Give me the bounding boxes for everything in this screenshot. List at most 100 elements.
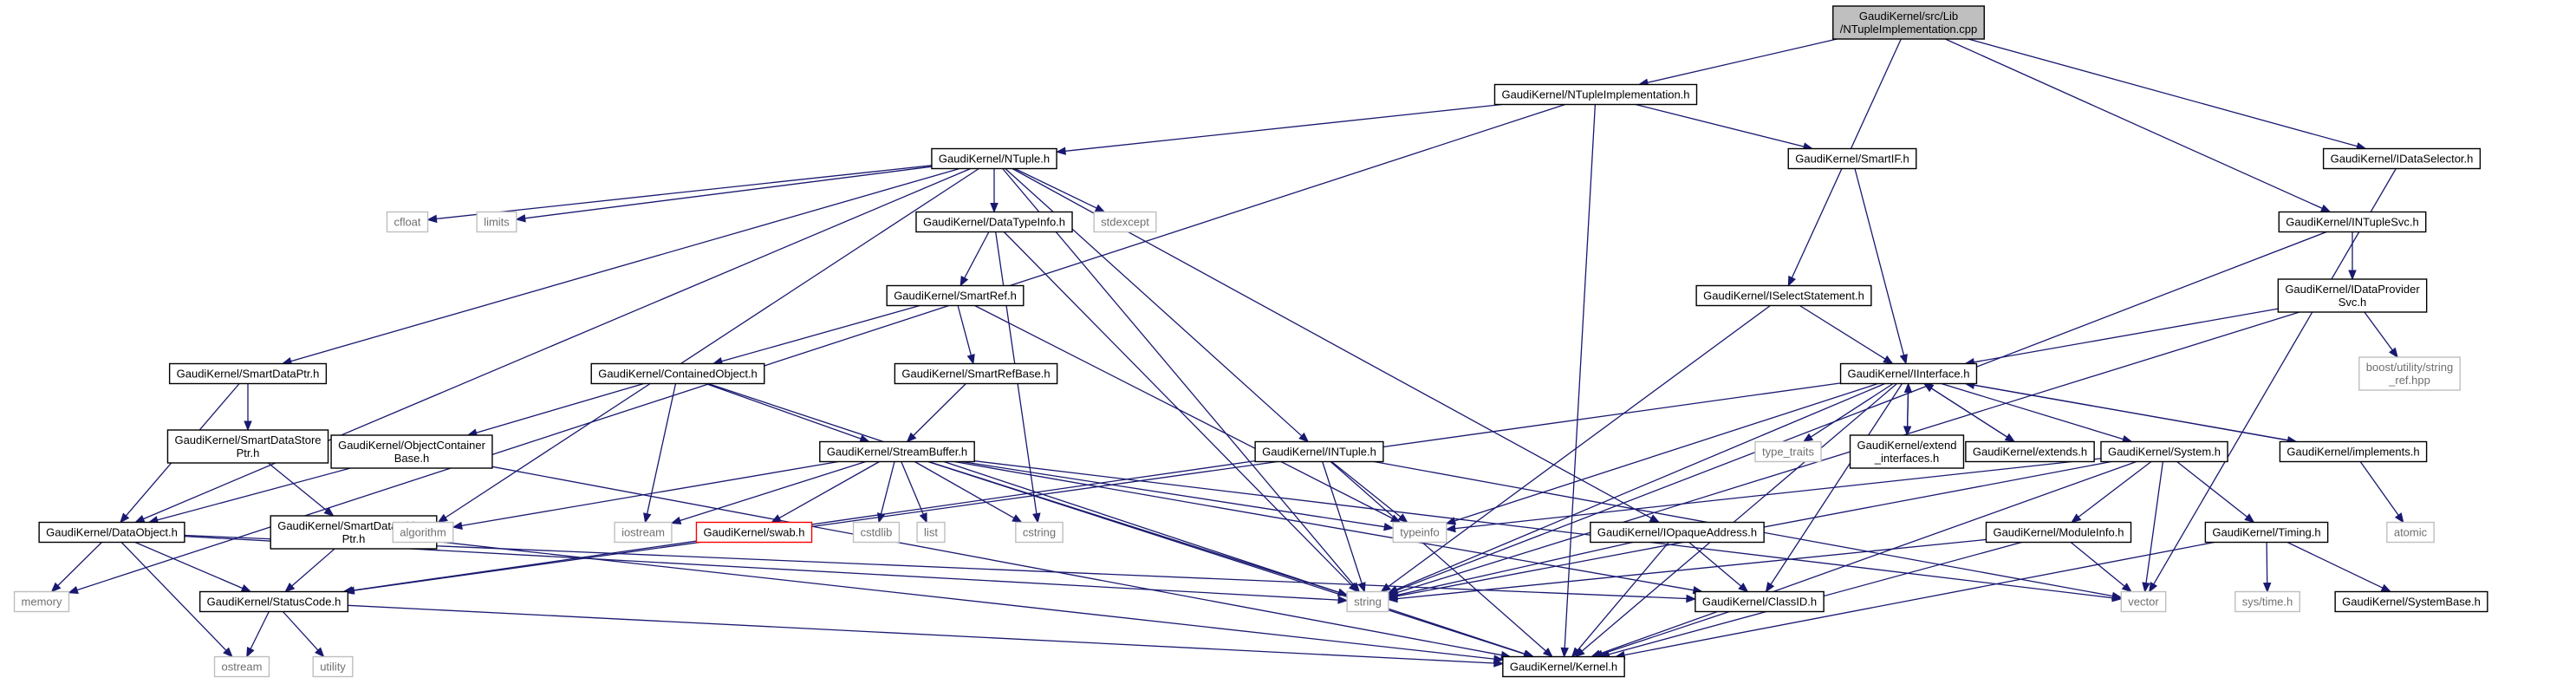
edge-ntimpl-to-smartif (1635, 103, 1814, 151)
node-label: GaudiKernel/SmartDataPtr.h (177, 368, 320, 381)
node-implements[interactable]: GaudiKernel/implements.h (2279, 440, 2428, 463)
node-classid[interactable]: GaudiKernel/ClassID.h (1695, 590, 1825, 613)
node-kernel[interactable]: GaudiKernel/Kernel.h (1502, 655, 1625, 678)
node-label: GaudiKernel/ClassID.h (1702, 596, 1817, 609)
edge-line (1974, 384, 2297, 443)
edge-arrowhead (2142, 582, 2150, 593)
edge-intuple-to-typeinfo (1330, 460, 1408, 524)
edge-iinterface-to-typetraits (1802, 382, 1894, 443)
edge-line (1854, 168, 1905, 355)
node-box (476, 211, 517, 233)
node-ntimpl[interactable]: GaudiKernel/NTupleImplementation.h (1493, 83, 1698, 106)
node-label: cstring (1023, 526, 1056, 539)
edge-arrowhead (323, 506, 335, 517)
node-containedobj[interactable]: GaudiKernel/ContainedObject.h (590, 362, 765, 385)
edge-arrowhead (120, 512, 130, 524)
edge-iopaque-to-string (1387, 541, 1633, 600)
edge-iinterface-to-statuscode (344, 382, 1841, 595)
node-datatypeinfo[interactable]: GaudiKernel/DataTypeInfo.h (915, 211, 1073, 233)
node-label: algorithm (400, 526, 446, 539)
edge-line (901, 461, 924, 515)
edge-arrowhead (2111, 591, 2123, 601)
node-box (1695, 284, 1872, 307)
node-intuple[interactable]: GaudiKernel/INTuple.h (1254, 440, 1384, 463)
node-smartref[interactable]: GaudiKernel/SmartRef.h (886, 284, 1025, 307)
node-dataobject[interactable]: GaudiKernel/DataObject.h (38, 521, 185, 544)
node-iostream: iostream (614, 521, 673, 544)
node-system[interactable]: GaudiKernel/System.h (2100, 440, 2228, 463)
edge-line (974, 304, 1393, 519)
edge-line (291, 548, 335, 587)
node-label: GaudiKernel/ObjectContainer (338, 439, 485, 452)
node-label: GaudiKernel/SmartRef.h (894, 290, 1017, 303)
node-label: GaudiKernel/IDataProvider (2285, 283, 2420, 296)
node-extendif[interactable]: GaudiKernel/extend_interfaces.h (1849, 434, 1965, 469)
edge-line (2364, 311, 2393, 351)
edge-arrowhead (1012, 514, 1023, 524)
edge-line (134, 541, 244, 590)
edge-line (1064, 103, 1503, 152)
node-timing[interactable]: GaudiKernel/Timing.h (2204, 521, 2329, 544)
edge-arrowhead (2380, 583, 2392, 593)
edge-line (2176, 460, 2248, 518)
node-streambuffer[interactable]: GaudiKernel/StreamBuffer.h (819, 440, 975, 463)
node-iopaque[interactable]: GaudiKernel/IOpaqueAddress.h (1590, 521, 1765, 544)
node-string: string (1346, 590, 1389, 613)
node-statuscode[interactable]: GaudiKernel/StatusCode.h (198, 590, 349, 613)
node-ntuple[interactable]: GaudiKernel/NTuple.h (931, 147, 1057, 170)
edge-line (461, 460, 839, 527)
node-iinterface[interactable]: GaudiKernel/IInterface.h (1839, 362, 1978, 385)
edge-arrowhead (1560, 647, 1569, 658)
edge-arrowhead (1899, 354, 1908, 365)
edge-extends-to-iinterface (1922, 382, 2015, 443)
node-systembase[interactable]: GaudiKernel/SystemBase.h (2334, 590, 2488, 613)
edge-dataobject-to-statuscode (134, 541, 252, 593)
node-intuplesvc[interactable]: GaudiKernel/INTupleSvc.h (2278, 211, 2427, 233)
edge-line (974, 460, 2113, 599)
node-box (392, 521, 454, 544)
edge-line (491, 466, 1502, 656)
node-label: GaudiKernel/SmartDataObject (277, 519, 430, 532)
node-smartdataptr[interactable]: GaudiKernel/SmartDataPtr.h (168, 362, 328, 385)
edge-streambuffer-to-cstring (914, 460, 1023, 524)
node-label: _interfaces.h (1874, 452, 1939, 465)
node-smartif[interactable]: GaudiKernel/SmartIF.h (1787, 147, 1917, 170)
node-label: GaudiKernel/swab.h (703, 526, 804, 539)
node-moduleinfo[interactable]: GaudiKernel/ModuleInfo.h (1985, 521, 2132, 544)
node-label: GaudiKernel/implements.h (2287, 446, 2419, 459)
edge-line (913, 383, 966, 436)
edge-line (1002, 168, 1355, 586)
edge-line (914, 460, 1015, 519)
edge-arrowhead (2244, 513, 2255, 524)
node-extends[interactable]: GaudiKernel/extends.h (1965, 440, 2095, 463)
node-label: GaudiKernel/INTupleSvc.h (2286, 216, 2418, 229)
edge-line (964, 231, 990, 279)
edge-arrowhead (919, 511, 927, 524)
node-cfloat: cfloat (386, 211, 429, 233)
edge-line (143, 167, 972, 520)
edge-line (1635, 103, 1805, 147)
edge-arrowhead (240, 584, 252, 593)
node-swab[interactable]: GaudiKernel/swab.h (695, 521, 813, 544)
node-label: GaudiKernel/System.h (2108, 446, 2221, 459)
edge-arrowhead (68, 585, 79, 594)
edge-timing-to-systime (2262, 542, 2272, 593)
node-idatasel[interactable]: GaudiKernel/IDataSelector.h (2322, 147, 2482, 170)
edge-line (1330, 460, 1402, 518)
node-box (1754, 440, 1822, 463)
edge-statuscode-to-kernel (348, 604, 1505, 668)
edge-line (680, 460, 866, 522)
edge-implements-to-iinterface (1964, 381, 2297, 443)
edge-system-to-timing (2176, 460, 2255, 524)
edge-line (1930, 388, 2015, 443)
node-smartrefbase[interactable]: GaudiKernel/SmartRefBase.h (894, 362, 1058, 385)
node-label: GaudiKernel/SmartDataStore (174, 433, 321, 446)
node-iselect[interactable]: GaudiKernel/ISelectStatement.h (1695, 284, 1872, 307)
edge-classid-to-kernel (1592, 610, 1730, 658)
node-root[interactable]: GaudiKernel/src/Lib/NTupleImplementation… (1832, 5, 1985, 40)
edge-system-to-moduleinfo (2071, 460, 2152, 524)
edge-arrowhead (452, 521, 463, 531)
